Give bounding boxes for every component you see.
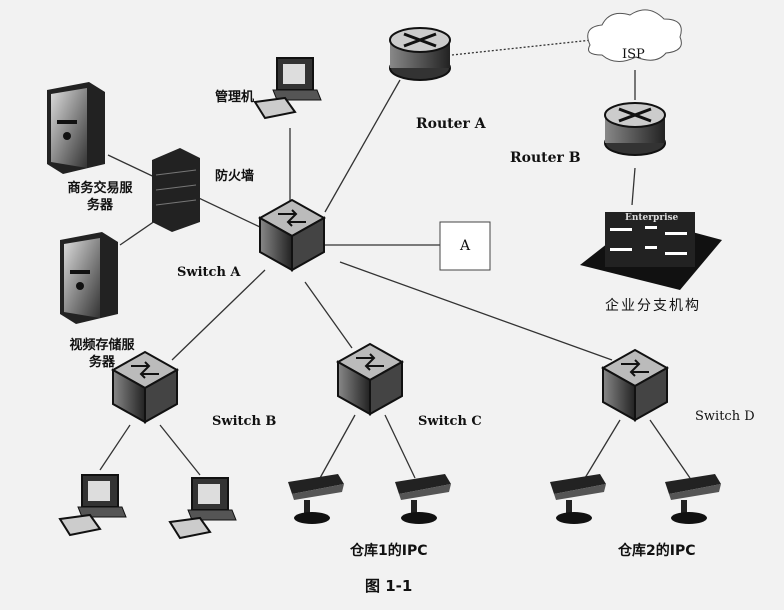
link-routerb-branch xyxy=(631,167,636,206)
link-switchd-cam3 xyxy=(584,419,621,479)
admin-pc-label: 管理机 xyxy=(215,90,255,105)
switch-d-label: Switch D xyxy=(695,409,755,424)
admin-pc-icon xyxy=(254,57,322,119)
node-a-label: A xyxy=(460,238,471,254)
link-switcha-switchb xyxy=(171,269,266,361)
link-switchc-cam1 xyxy=(319,414,356,479)
link-switchb-pc1 xyxy=(99,424,131,471)
video-server-label-line2: 务器 xyxy=(88,355,115,370)
figure-caption: 图 1-1 xyxy=(365,577,413,595)
switch-a-icon xyxy=(259,199,325,271)
link-switchc-cam2 xyxy=(384,414,416,479)
switch-c-label: Switch C xyxy=(418,414,482,429)
link-switcha-switchd xyxy=(339,261,613,361)
enterprise-building-icon xyxy=(580,212,722,290)
video-server-label-line1: 视频存储服 xyxy=(69,338,135,353)
commerce-server-label-line1: 商务交易服 xyxy=(67,181,133,196)
switch-b-label: Switch B xyxy=(212,414,277,429)
pc-icon xyxy=(169,477,237,539)
commerce-server-icon xyxy=(47,82,105,174)
node-a-box xyxy=(439,221,491,271)
ipc-1-label: 仓库1的IPC xyxy=(350,543,428,559)
ipc-camera-icon xyxy=(665,474,721,524)
branch-label: 企业分支机构 xyxy=(605,298,701,314)
switch-d-icon xyxy=(602,349,668,421)
ipc-2-label: 仓库2的IPC xyxy=(618,543,696,559)
video-server-icon xyxy=(60,232,118,324)
commerce-server-label: 商务交易服 务器 xyxy=(50,180,150,214)
firewall-icon xyxy=(152,148,200,232)
video-server-label: 视频存储服 务器 xyxy=(52,337,152,371)
link-routera-isp xyxy=(451,39,593,56)
ipc-camera-icon xyxy=(395,474,451,524)
link-switchb-pc2 xyxy=(159,424,201,476)
router-a-label: Router A xyxy=(416,116,486,132)
link-switcha-switchc xyxy=(304,281,353,349)
link-switchd-cam4 xyxy=(649,419,691,479)
firewall-label: 防火墙 xyxy=(215,169,255,184)
router-a-icon xyxy=(388,26,452,82)
commerce-server-label-line2: 务器 xyxy=(86,198,113,213)
isp-label: ISP xyxy=(622,47,645,62)
building-sign: Enterprise xyxy=(625,213,679,223)
connection-lines xyxy=(99,39,691,479)
ipc-camera-icon xyxy=(288,474,344,524)
isp-cloud-icon xyxy=(587,9,682,62)
link-switcha-routera xyxy=(324,79,401,213)
router-b-label: Router B xyxy=(510,150,581,166)
ipc-camera-icon xyxy=(550,474,606,524)
switch-a-label: Switch A xyxy=(177,265,241,280)
router-b-icon xyxy=(603,101,667,157)
pc-icon xyxy=(59,474,127,536)
switch-c-icon xyxy=(337,343,403,415)
